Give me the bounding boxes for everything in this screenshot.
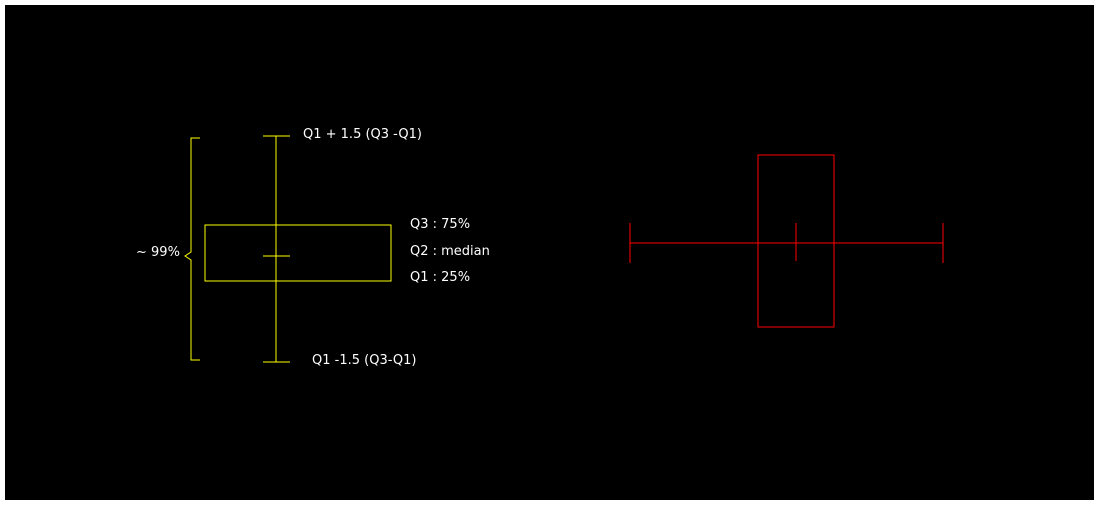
q2-median-label: Q2 : median	[410, 244, 490, 259]
q1-label: Q1 : 25%	[410, 270, 471, 285]
upper-whisker-label: Q1 + 1.5 (Q3 -Q1)	[303, 127, 422, 142]
boxplot-drawing	[184, 135, 944, 363]
lower-whisker-label: Q1 -1.5 (Q3-Q1)	[312, 353, 417, 368]
coverage-bracket	[184, 137, 200, 361]
interquartile-box	[204, 224, 392, 282]
horizontal-boxplot	[629, 154, 944, 328]
coverage-label: ~ 99%	[136, 245, 180, 260]
q3-label: Q3 : 75%	[410, 217, 471, 232]
vertical-boxplot	[184, 135, 392, 363]
horizontal-interquartile-box	[757, 154, 835, 328]
diagram-canvas: Q1 + 1.5 (Q3 -Q1) Q3 : 75% Q2 : median Q…	[5, 5, 1094, 500]
